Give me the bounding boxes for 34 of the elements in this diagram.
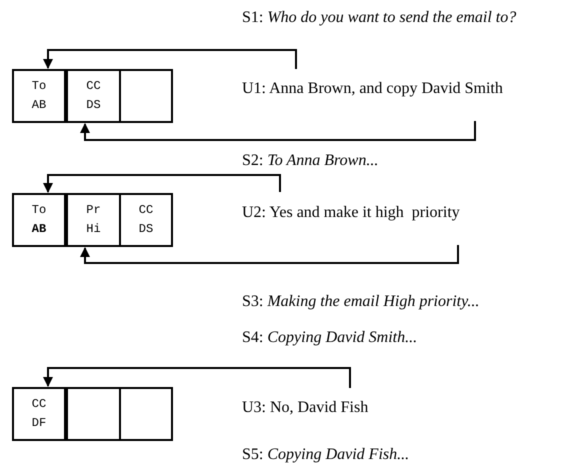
user-utterance: U3: No, David Fish [242, 388, 442, 420]
slot-box [119, 387, 173, 441]
system-prompt: S5: Copying David Fish... [242, 445, 410, 465]
slot-name: To [32, 202, 46, 219]
slot-value: DS [86, 97, 101, 114]
slot-box [12, 193, 68, 247]
slot-name: CC [138, 202, 154, 219]
system-prompt: S4: Copying David Smith... [242, 328, 418, 348]
user-utterance: U2: Yes and make it high priority [242, 192, 542, 245]
slot-name: CC [86, 78, 101, 95]
slot-box [12, 387, 68, 441]
slot-value: AB [32, 97, 46, 114]
slot-value: DF [32, 415, 46, 432]
slot-box [12, 69, 68, 123]
slot-box [66, 387, 121, 441]
slot-box [66, 193, 121, 247]
arrow [80, 121, 476, 141]
arrow [80, 245, 459, 264]
slot-box [66, 69, 121, 123]
arrow [43, 174, 281, 193]
slot-name: CC [32, 396, 46, 413]
slot-value: AB [32, 221, 46, 238]
slot-value: DS [138, 221, 154, 238]
system-prompt: S1: Who do you want to send the email to? [242, 8, 516, 28]
arrow [43, 367, 351, 388]
user-utterance: U1: Anna Brown, and copy David Smith [242, 69, 562, 121]
slot-box [119, 69, 173, 123]
arrow [43, 49, 297, 69]
slot-name: To [32, 78, 46, 95]
system-prompt: S2: To Anna Brown... [242, 151, 378, 171]
slot-value: Hi [86, 221, 101, 238]
slot-name: Pr [86, 202, 101, 219]
system-prompt: S3: Making the email High priority... [242, 292, 480, 312]
slot-box [119, 193, 173, 247]
